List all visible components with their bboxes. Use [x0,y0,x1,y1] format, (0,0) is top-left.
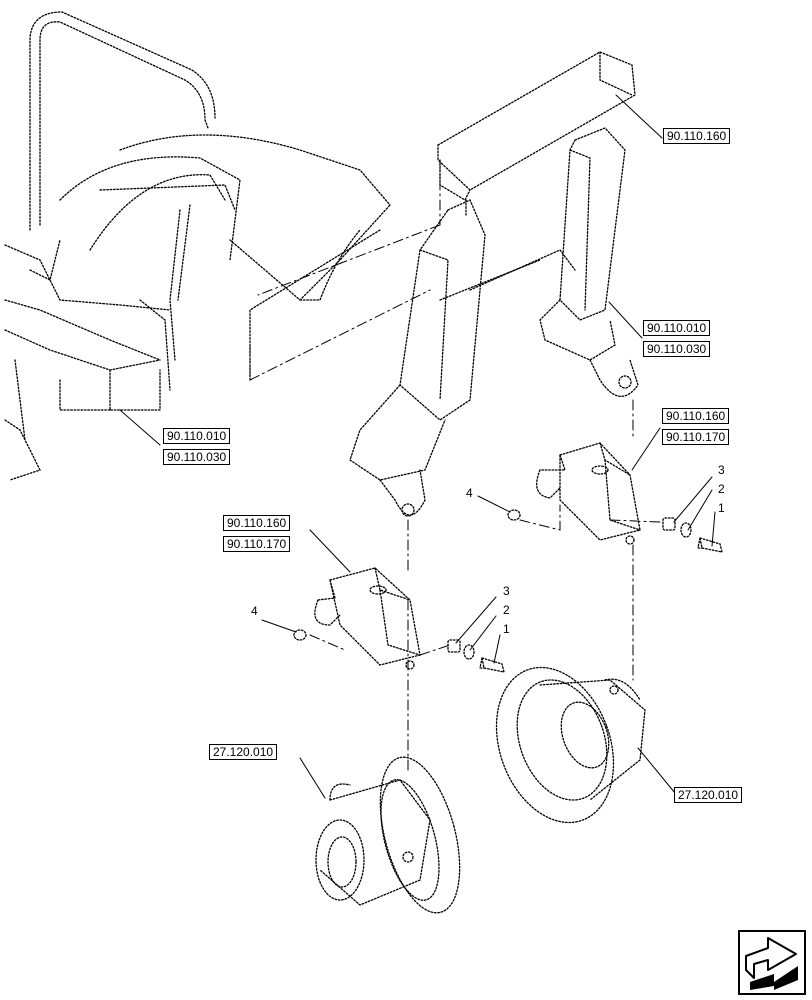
left-bracket [314,567,421,670]
ref-left-frame-b[interactable]: 90.110.030 [163,449,231,465]
tractor-rear-frame [4,11,391,481]
next-page-arrow-icon[interactable] [738,930,806,995]
ref-left-frame-a[interactable]: 90.110.010 [163,428,231,444]
ref-right-bracket-b[interactable]: 90.110.170 [662,429,730,445]
callout-right-1: 1 [718,501,725,515]
leader-lines [119,94,716,799]
right-bracket [536,442,641,545]
assembly-lines [249,159,661,771]
callout-left-4: 4 [251,604,258,618]
ref-right-bracket-a[interactable]: 90.110.160 [662,408,730,424]
ref-right-upright-a[interactable]: 90.110.010 [643,320,711,336]
callout-left-2: 2 [503,603,510,617]
ref-left-bracket-a[interactable]: 90.110.160 [223,515,291,531]
right-fasteners [507,509,723,553]
left-fasteners [293,629,505,673]
right-axle-hub [495,666,646,824]
ref-top-beam[interactable]: 90.110.160 [663,128,731,144]
callout-left-3: 3 [503,584,510,598]
ref-right-hub[interactable]: 27.120.010 [674,787,743,803]
ref-right-upright-b[interactable]: 90.110.030 [643,341,711,357]
rear-loader-frame [349,51,639,517]
callout-right-2: 2 [718,482,725,496]
left-axle-hub [315,756,461,914]
ref-left-hub[interactable]: 27.120.010 [209,744,278,760]
callout-left-1: 1 [503,622,510,636]
callout-right-3: 3 [718,463,725,477]
callout-right-4: 4 [466,486,473,500]
ref-left-bracket-b[interactable]: 90.110.170 [223,536,291,552]
